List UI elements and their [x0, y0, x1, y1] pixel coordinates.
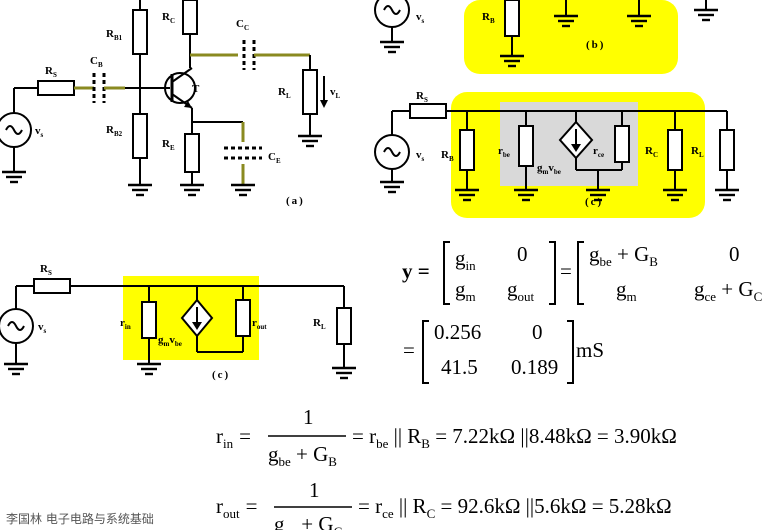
label-a-rs: RS	[45, 65, 57, 79]
rl-resistor-c1	[719, 129, 735, 171]
label-c2-vs: vs	[38, 321, 47, 335]
ground-c1-rl	[713, 188, 741, 202]
label-a-cc: CC	[236, 18, 249, 32]
circuit-c1: RS vs RB rbe gmvbe rce RC RL (c)	[374, 90, 741, 218]
ground-b-4	[692, 8, 720, 22]
rout-den: gce + GC	[274, 512, 342, 530]
label-c1-rl: RL	[691, 145, 704, 159]
label-a-rb1: RB1	[106, 28, 123, 42]
rin-rhs: = rbe || RB = 7.22kΩ ||8.48kΩ = 3.90kΩ	[352, 424, 677, 451]
circuit-c2: RS vs rin gmvbe rout RL (c)	[0, 263, 358, 381]
eq-sign-2: =	[403, 338, 415, 362]
v11: 0.256	[434, 320, 481, 344]
rce-resistor-c1	[614, 125, 630, 163]
label-c1-rbe: rbe	[498, 145, 510, 159]
caption-b: (b)	[586, 39, 605, 51]
m21: gm	[455, 277, 476, 304]
rout-num: 1	[309, 478, 320, 502]
circuit-a: RC RB1 RB2 RE RS CB CC CE RL vL T vs (a)	[0, 0, 341, 207]
ground-c2-rin	[135, 362, 163, 376]
rb-resistor-c1	[459, 129, 475, 171]
y-lhs: y =	[402, 259, 430, 283]
n21: gm	[616, 277, 637, 304]
m11: gin	[455, 246, 476, 273]
label-a-cb: CB	[90, 55, 103, 69]
eq-sign-1: =	[560, 259, 572, 283]
label-c2-rin: rin	[120, 317, 131, 331]
vs-source-a	[0, 112, 32, 148]
label-a-rl: RL	[278, 86, 291, 100]
rin-num: 1	[303, 405, 314, 429]
rc-resistor-a	[182, 0, 198, 35]
label-a-vl: vL	[330, 86, 341, 100]
rs-resistor-c1	[409, 103, 447, 119]
label-c2-rl: RL	[313, 317, 326, 331]
label-b-vs: vs	[416, 11, 425, 25]
ground-a-rb2	[126, 183, 154, 197]
n22: gce + GC	[694, 277, 762, 304]
rin-resistor-c2	[141, 301, 157, 339]
rbe-resistor-c1	[518, 125, 534, 167]
v21: 41.5	[441, 355, 478, 379]
v22: 0.189	[511, 355, 558, 379]
rout-equation: rout= 1 gce + GC = rce || RC = 92.6kΩ ||…	[216, 478, 672, 530]
ground-a-vs	[0, 170, 28, 184]
m12: 0	[517, 242, 528, 266]
n12: 0	[729, 242, 740, 266]
caption-c1: (c)	[585, 196, 603, 208]
circuit-b: vs RB (b)	[374, 0, 720, 74]
label-a-ce: CE	[268, 151, 281, 165]
rb-resistor-b	[504, 0, 520, 37]
ground-c2-vs	[2, 362, 30, 376]
rin-lhs: rin=	[216, 424, 251, 451]
label-c2-gm: gmvbe	[158, 334, 182, 348]
rout-lhs: rout=	[216, 494, 257, 521]
ground-a-ce	[229, 183, 257, 197]
label-c2-rs: RS	[40, 263, 52, 277]
rin-den: gbe + GB	[268, 442, 337, 469]
v12: 0	[532, 320, 543, 344]
ground-a-re	[178, 183, 206, 197]
caption-c2: (c)	[212, 369, 230, 381]
caption-a: (a)	[286, 195, 305, 207]
rl-resistor-c2	[336, 307, 352, 345]
rin-equation: rin= 1 gbe + GB = rbe || RB = 7.22kΩ ||8…	[216, 405, 677, 469]
rl-resistor-a	[302, 69, 318, 115]
rout-resistor-c2	[235, 299, 251, 337]
rs-resistor-a	[37, 80, 75, 96]
m22: gout	[507, 277, 535, 304]
ground-a-rl	[296, 134, 324, 148]
label-c1-gm: gmvbe	[537, 162, 561, 176]
transistor-t	[164, 72, 196, 104]
n11: gbe + GB	[589, 242, 658, 269]
rs-resistor-c2	[33, 278, 71, 294]
ground-c2-rl	[330, 366, 358, 380]
label-c1-vs: vs	[416, 149, 425, 163]
rout-rhs: = rce || RC = 92.6kΩ ||5.6kΩ = 5.28kΩ	[358, 494, 672, 521]
vs-source-b	[374, 0, 410, 28]
footer-text: 李国林 电子电路与系统基础	[6, 511, 154, 526]
label-c1-rce: rce	[593, 145, 604, 159]
label-a-rb2: RB2	[106, 124, 123, 138]
label-a-vs: vs	[35, 125, 44, 139]
unit-ms: mS	[576, 338, 604, 362]
y-matrix-equation: y = gin 0 gm gout = gbe + GB 0 gm gce + …	[402, 241, 762, 384]
ground-b-vs	[378, 40, 406, 54]
label-b-rb: RB	[482, 11, 495, 25]
re-resistor-a	[184, 133, 200, 173]
label-a-t: T	[192, 83, 200, 95]
label-c1-rc: RC	[645, 145, 658, 159]
ground-c1-vs	[378, 180, 406, 194]
label-a-re: RE	[162, 138, 175, 152]
rb2-resistor-a	[132, 113, 148, 159]
label-c1-rb: RB	[441, 149, 454, 163]
rb1-resistor-a	[132, 9, 148, 55]
rc-resistor-c1	[667, 129, 683, 171]
label-c1-rs: RS	[416, 90, 428, 104]
highlight-b	[464, 0, 678, 74]
label-c2-rout: rout	[252, 317, 267, 331]
label-a-rc: RC	[162, 11, 175, 25]
